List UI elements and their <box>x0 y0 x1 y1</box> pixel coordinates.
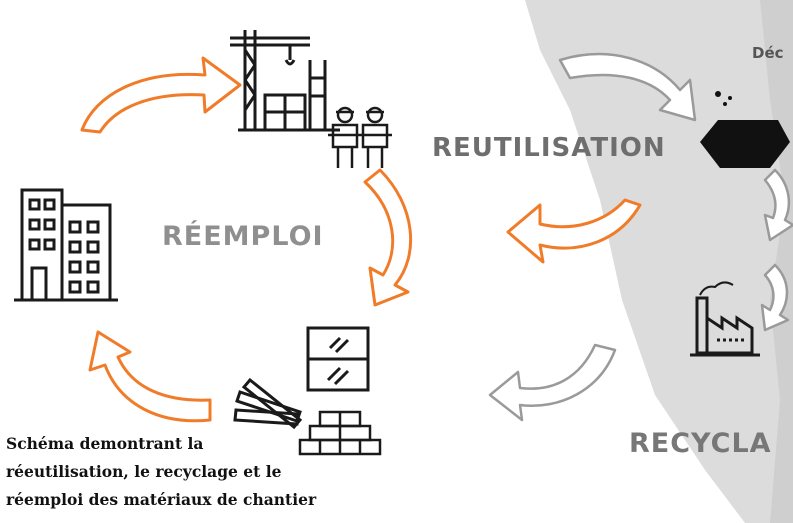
orange-arrow-bottom-left <box>88 330 212 423</box>
dechets-label: Déc <box>752 44 784 62</box>
crane-construction-icon <box>230 30 340 132</box>
caption: Schéma demontrant la réeutilisation, le … <box>6 430 317 514</box>
reutilisation-label: REUTILISATION <box>432 133 666 163</box>
orange-arrow-top-left <box>80 56 242 134</box>
recyclage-label: RECYCLA <box>629 428 772 459</box>
orange-arrow-middle <box>506 198 642 264</box>
background-band-edge <box>760 0 793 523</box>
orange-arrows <box>80 56 642 423</box>
workers-icon <box>328 106 392 168</box>
caption-line-1: Schéma demontrant la <box>6 434 204 453</box>
reemploi-label: RÉEMPLOI <box>162 221 324 252</box>
grey-arrows <box>488 52 793 422</box>
dumpster-icon <box>700 91 790 168</box>
bricks-icon <box>298 410 382 456</box>
caption-line-2: réeutilisation, le recyclage et le <box>6 462 282 481</box>
grey-arrow-top <box>558 52 697 122</box>
planks-icon <box>233 377 303 430</box>
caption-line-3: réemploi des matériaux de chantier <box>6 490 317 509</box>
building-icon <box>14 188 118 302</box>
grey-arrow-right-2 <box>760 263 790 332</box>
orange-arrow-right-down <box>363 168 413 307</box>
grey-arrow-bottom <box>488 343 617 422</box>
factory-icon <box>690 281 760 357</box>
grey-arrow-right-1 <box>763 168 793 242</box>
window-icon <box>306 326 370 392</box>
